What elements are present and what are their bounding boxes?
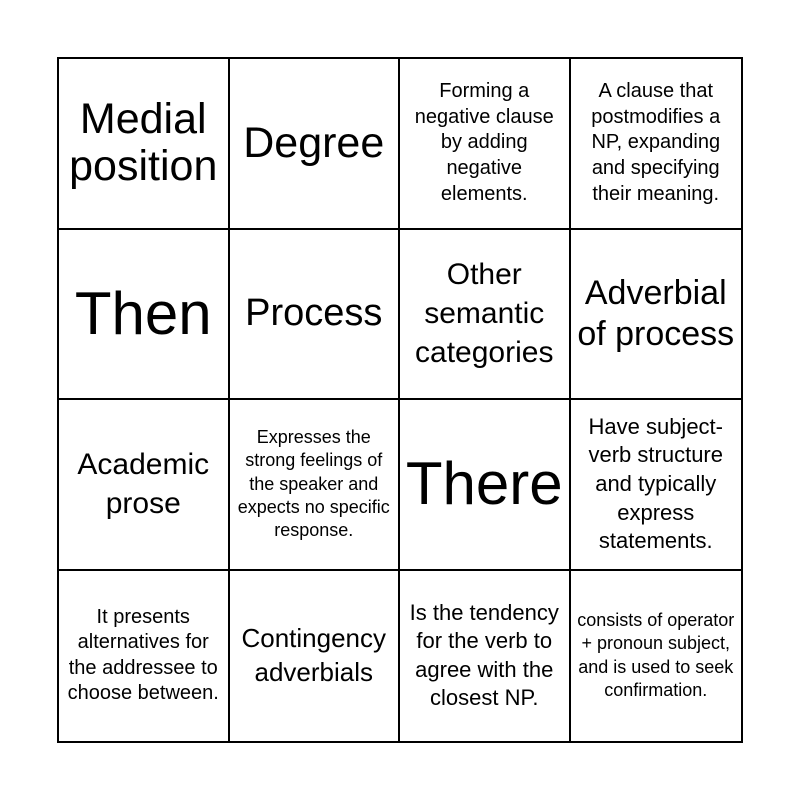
bingo-cell-r4c2[interactable]: Contingency adverbials <box>230 570 400 741</box>
bingo-cell-r1c1[interactable]: Medial position <box>59 59 230 230</box>
bingo-cell-text: Forming a negative clause by adding nega… <box>414 80 554 205</box>
bingo-cell-text: Academic prose <box>77 448 210 521</box>
bingo-cell-r2c1[interactable]: Then <box>59 229 230 400</box>
bingo-cell-r2c3[interactable]: Other semantic categories <box>400 229 571 400</box>
bingo-cell-text: Then <box>74 279 212 347</box>
bingo-cell-text: Contingency adverbials <box>241 622 387 687</box>
bingo-cell-text: consists of operator + pronoun subject, … <box>577 609 735 701</box>
bingo-cell-r2c4[interactable]: Adverbial of process <box>570 230 741 400</box>
bingo-cell-text: Have subject-verb structure and typicall… <box>588 413 723 554</box>
bingo-cell-r1c4[interactable]: A clause that postmodifies a NP, expandi… <box>570 59 741 230</box>
bingo-cell-r1c3[interactable]: Forming a negative clause by adding nega… <box>400 59 571 230</box>
bingo-cell-text: Other semantic categories <box>415 258 554 370</box>
bingo-cell-r3c2[interactable]: Expresses the strong feelings of the spe… <box>229 400 400 571</box>
bingo-cell-r3c4[interactable]: Have subject-verb structure and typicall… <box>570 400 741 571</box>
bingo-cell-text: Expresses the strong feelings of the spe… <box>237 426 390 541</box>
bingo-cell-text: Medial position <box>69 94 218 191</box>
bingo-board: Medial position Degree Forming a negativ… <box>57 57 743 743</box>
bingo-cell-text: There <box>405 450 563 518</box>
bingo-cell-r4c1[interactable]: It presents alternatives for the address… <box>59 570 230 741</box>
bingo-cell-r3c1[interactable]: Academic prose <box>59 400 230 571</box>
bingo-cell-text: Adverbial of process <box>577 273 735 353</box>
bingo-cell-r4c4[interactable]: consists of operator + pronoun subject, … <box>571 571 742 742</box>
bingo-cell-r3c3[interactable]: There <box>400 400 571 571</box>
bingo-cell-r4c3[interactable]: Is the tendency for the verb to agree wi… <box>400 570 571 741</box>
bingo-cell-text: Process <box>245 291 383 334</box>
bingo-cell-text: It presents alternatives for the address… <box>67 605 219 705</box>
bingo-cell-r1c2[interactable]: Degree <box>229 59 400 230</box>
bingo-cell-text: Degree <box>243 118 385 167</box>
bingo-cell-text: A clause that postmodifies a NP, expandi… <box>591 80 721 205</box>
bingo-cell-text: Is the tendency for the verb to agree wi… <box>409 599 559 711</box>
bingo-cell-r2c2[interactable]: Process <box>229 229 400 400</box>
